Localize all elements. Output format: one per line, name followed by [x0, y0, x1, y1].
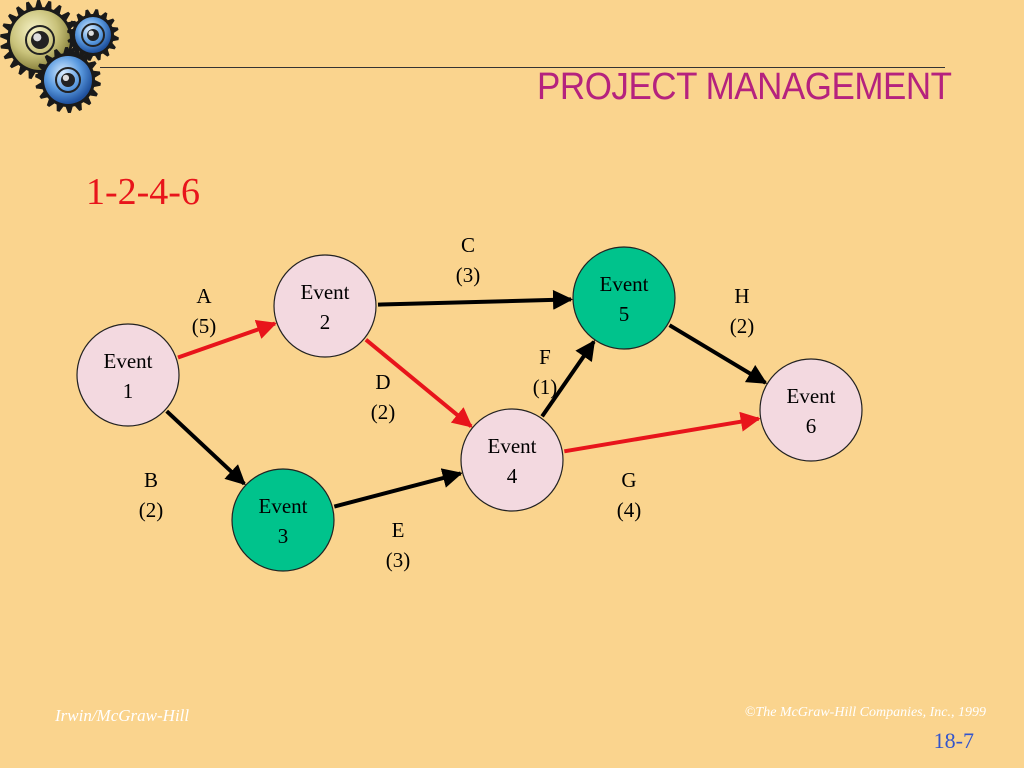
activity-name-h: H — [734, 284, 749, 308]
event-node-6 — [759, 358, 863, 462]
activity-duration-e: (3) — [386, 548, 411, 572]
critical-path-label: 1-2-4-6 — [86, 171, 200, 213]
footer-publisher: Irwin/McGraw-Hill — [55, 706, 190, 725]
event-number-5: 5 — [619, 302, 630, 326]
event-label-5: Event — [600, 272, 649, 296]
activity-duration-g: (4) — [617, 498, 642, 522]
event-label-2: Event — [301, 280, 350, 304]
event-number-3: 3 — [278, 524, 289, 548]
event-number-4: 4 — [507, 464, 518, 488]
page-number: 18-7 — [933, 728, 974, 753]
activity-arrow-e — [333, 468, 463, 509]
activity-arrow-g — [563, 411, 761, 454]
activity-arrow-d — [364, 338, 473, 428]
footer-copyright: ©The McGraw-Hill Companies, Inc., 1999 — [744, 705, 986, 720]
activity-name-e: E — [392, 518, 405, 542]
event-node-3 — [231, 468, 335, 572]
event-node-4 — [460, 408, 564, 512]
activity-name-f: F — [539, 345, 551, 369]
activity-arrow-f — [540, 339, 596, 418]
event-node-2 — [273, 254, 377, 358]
activity-arrow-c — [377, 289, 573, 310]
activity-arrow-a — [177, 320, 277, 360]
event-node-1 — [76, 323, 180, 427]
activity-duration-b: (2) — [139, 498, 164, 522]
activity-duration-a: (5) — [192, 314, 217, 338]
event-label-4: Event — [488, 434, 537, 458]
activity-name-g: G — [621, 468, 636, 492]
activity-name-c: C — [461, 233, 475, 257]
gears-icon — [0, 0, 119, 113]
activity-name-a: A — [196, 284, 212, 308]
event-label-6: Event — [787, 384, 836, 408]
activity-name-b: B — [144, 468, 158, 492]
activity-duration-d: (2) — [371, 400, 396, 424]
activity-arrow-h — [668, 323, 768, 385]
event-label-3: Event — [259, 494, 308, 518]
event-node-5 — [572, 246, 676, 350]
event-number-6: 6 — [806, 414, 817, 438]
activity-duration-c: (3) — [456, 263, 481, 287]
activity-arrow-b — [165, 409, 246, 486]
slide-title: PROJECT MANAGEMENT — [537, 66, 952, 108]
activity-name-d: D — [375, 370, 390, 394]
activity-duration-h: (2) — [730, 314, 755, 338]
activity-duration-f: (1) — [533, 375, 558, 399]
event-number-1: 1 — [123, 379, 134, 403]
event-label-1: Event — [104, 349, 153, 373]
title-rule — [100, 67, 945, 68]
event-number-2: 2 — [320, 310, 331, 334]
